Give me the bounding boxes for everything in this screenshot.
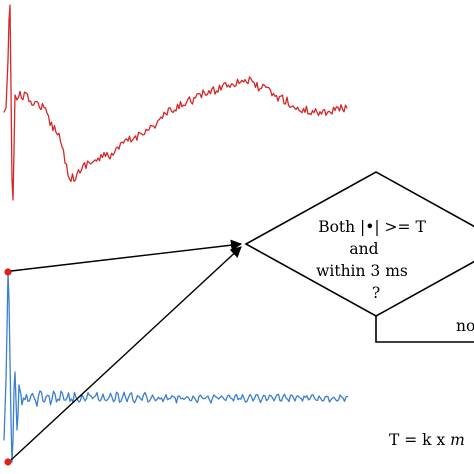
formula-italic-term: m [450, 431, 465, 449]
decision-text-line3: within 3 ms [316, 262, 408, 280]
no-branch-connector [375, 316, 474, 343]
arrow-from-top-peak [10, 239, 243, 272]
decision-text-line4: ? [372, 284, 380, 302]
formula-prefix: T = k x [389, 431, 450, 449]
no-branch-label: no [456, 317, 474, 335]
decision-diamond [244, 171, 474, 317]
peak-marker-bottom [4, 458, 12, 466]
red-signal-trace [3, 4, 348, 201]
decision-text-line1: Both |•| >= T [318, 218, 426, 236]
peak-marker-top [4, 268, 12, 276]
arrow-from-bottom-peak [10, 246, 242, 461]
decision-text-line2: and [349, 240, 378, 258]
blue-signal-trace [3, 271, 349, 463]
threshold-formula: T = k x m [389, 431, 465, 449]
